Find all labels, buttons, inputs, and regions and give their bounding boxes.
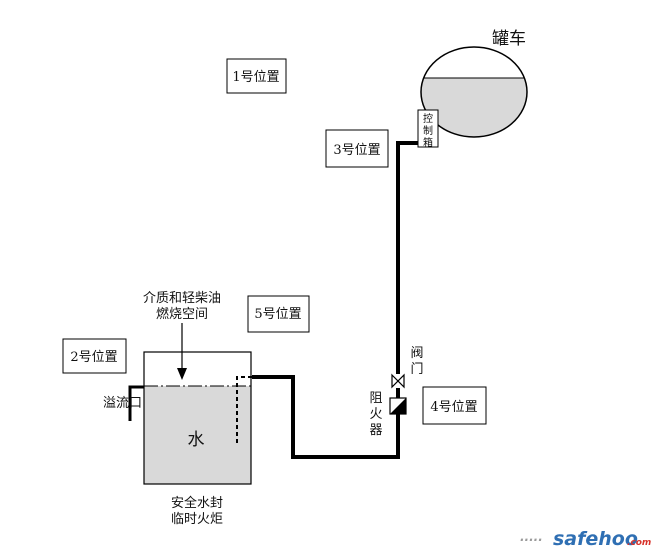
water-seal-tank	[143, 351, 252, 485]
tank-truck-label: 罐车	[492, 29, 526, 49]
position-2-box: 2号位置	[62, 338, 127, 374]
control-box-char-2: 制	[423, 124, 433, 137]
position-5-box: 5号位置	[247, 295, 310, 333]
pipeline	[252, 141, 418, 459]
medium-space-label-1: 介质和轻柴油	[143, 291, 221, 306]
watermark-brand: safehoo	[553, 528, 638, 550]
control-box-char-1: 控	[423, 112, 433, 125]
position-3-box: 3号位置	[325, 129, 389, 168]
valve-label-2: 门	[410, 362, 423, 377]
position-2-label: 2号位置	[70, 350, 117, 365]
tank-outline	[420, 46, 528, 138]
flame-arrester-label-1: 阻	[369, 391, 382, 406]
medium-space-arrow-head	[177, 368, 187, 380]
position-1-box: 1号位置	[226, 58, 287, 94]
overflow-label: 溢流口	[103, 396, 142, 411]
position-1-label: 1号位置	[232, 70, 279, 85]
watermark: ..... safehoo .com	[520, 528, 651, 550]
position-5-label: 5号位置	[254, 307, 301, 322]
torch-caption-1: 安全水封	[171, 495, 223, 511]
watermark-suffix: .com	[627, 538, 651, 548]
medium-space-label-2: 燃烧空间	[156, 306, 208, 322]
watermark-dots: .....	[520, 530, 543, 544]
control-box	[417, 109, 439, 148]
inlet-pipe-dashed	[236, 376, 252, 446]
flame-arrester-label-2: 火	[369, 407, 382, 422]
flame-arrester-icon	[389, 397, 407, 415]
valve-label-1: 阀	[410, 346, 423, 361]
water-seal-water	[144, 386, 251, 484]
position-4-box: 4号位置	[422, 386, 487, 425]
valve-icon	[391, 373, 405, 389]
water-label: 水	[188, 430, 205, 450]
position-4-label: 4号位置	[430, 400, 477, 415]
position-3-label: 3号位置	[333, 143, 380, 158]
flame-arrester-label-3: 器	[369, 423, 382, 438]
overflow-pipe	[128, 385, 144, 421]
control-box-char-3: 箱	[423, 136, 433, 149]
torch-caption-2: 临时火炬	[171, 512, 223, 527]
